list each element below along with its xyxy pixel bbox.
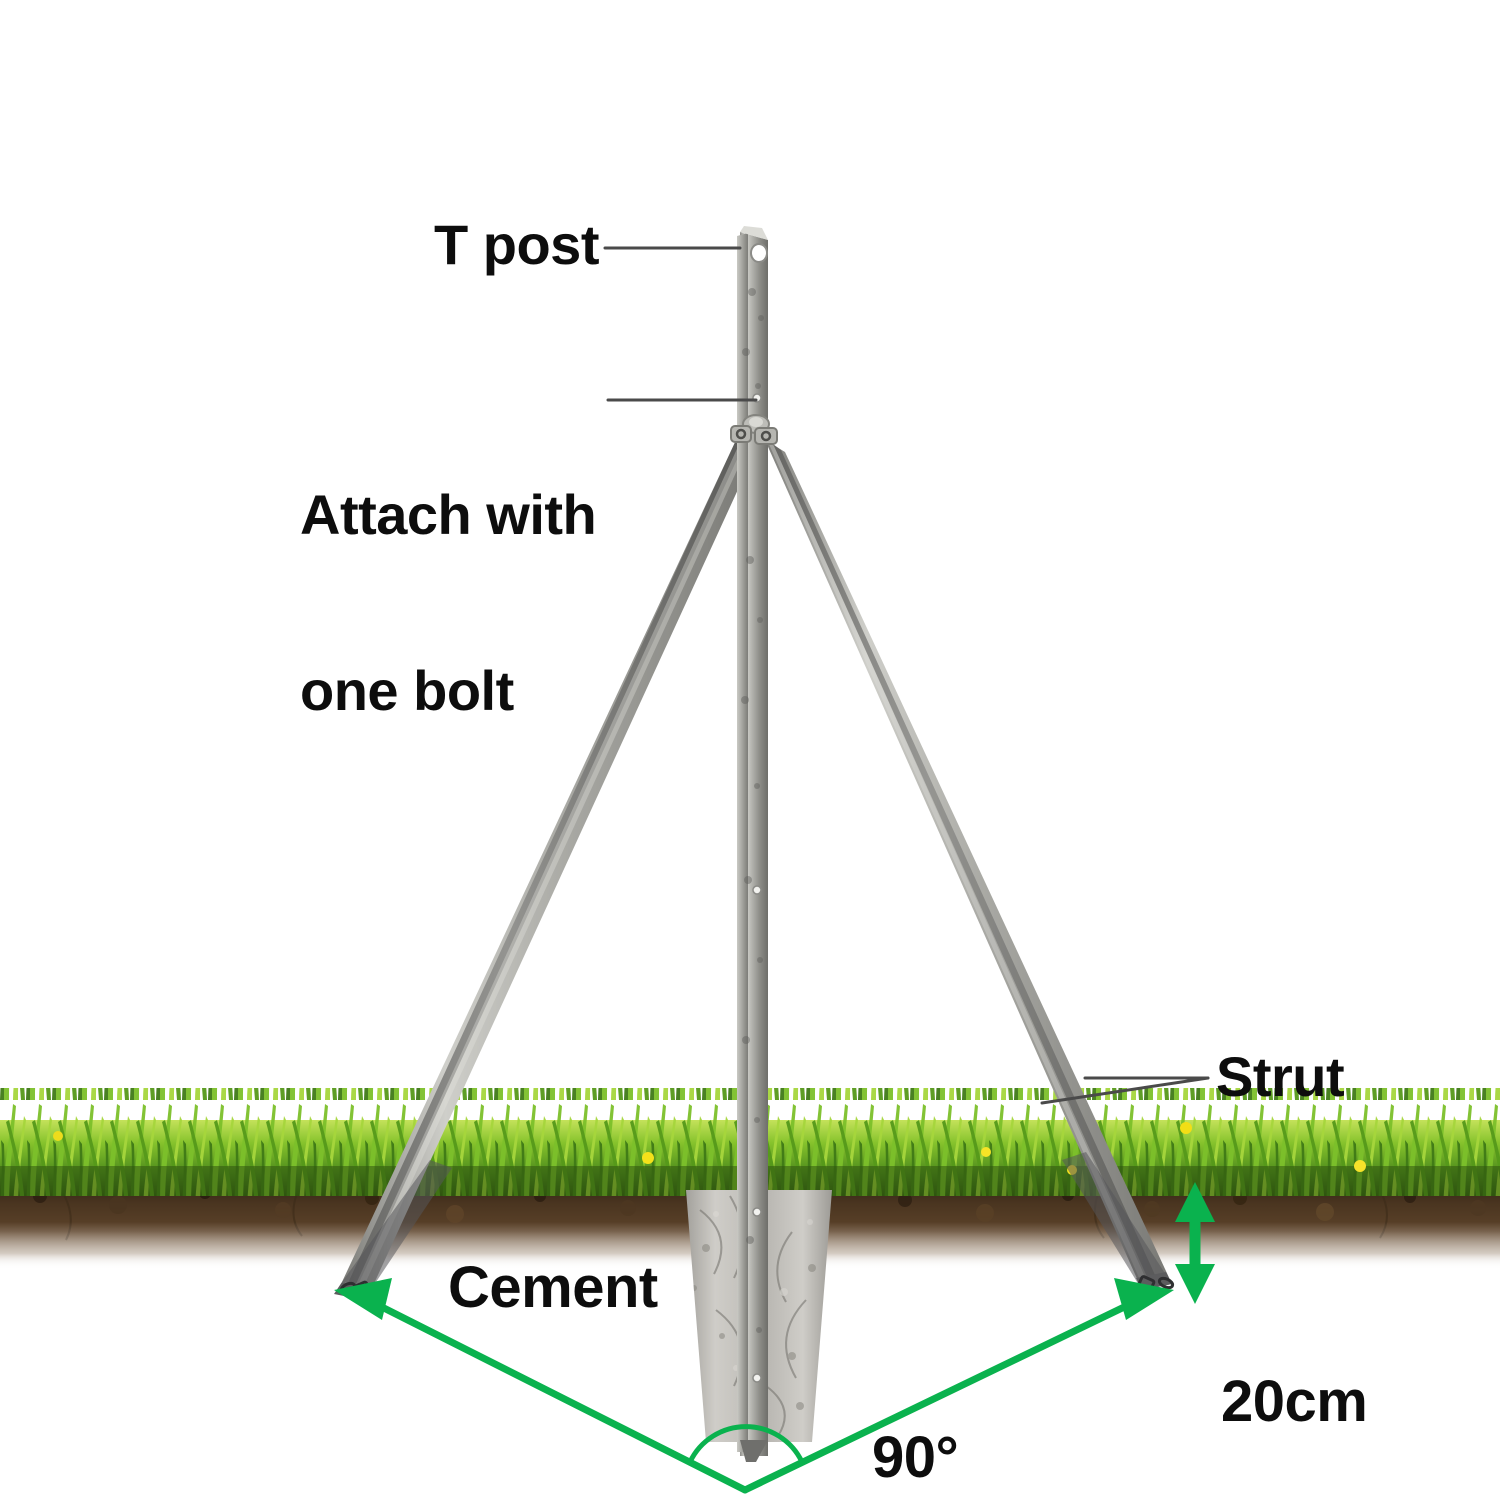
arrowhead-left-foot [334,1278,392,1320]
label-depth-into-ground: 20cm into ground [1221,1250,1418,1500]
strut-right [765,440,1175,1291]
label-depth-line1: 20cm [1221,1368,1368,1434]
arrowhead-right-foot [1114,1278,1174,1320]
t-post [730,226,778,1462]
label-t-post: T post [434,213,599,276]
label-angle-90-degrees: 90° [872,1425,959,1490]
label-attach-line2: one bolt [300,658,514,722]
label-cement: Cement [448,1255,658,1320]
arrowhead-depth-up [1175,1182,1215,1222]
strut-brackets [730,425,778,445]
angle-spread-indicator [356,1292,1151,1494]
angle-arc [687,1424,805,1464]
label-strut: Strut [1216,1045,1345,1108]
depth-arrow [1175,1182,1215,1304]
leader-strut-slanted [1040,1076,1210,1105]
annotations-green [334,1182,1215,1494]
post-holes [750,243,768,1383]
strut-left [334,438,757,1300]
label-attach-line1: Attach with [300,482,597,546]
arrowhead-depth-down [1175,1264,1215,1304]
label-attach-with-one-bolt: Attach with one bolt [300,368,597,838]
leader-lines [603,246,1210,1105]
